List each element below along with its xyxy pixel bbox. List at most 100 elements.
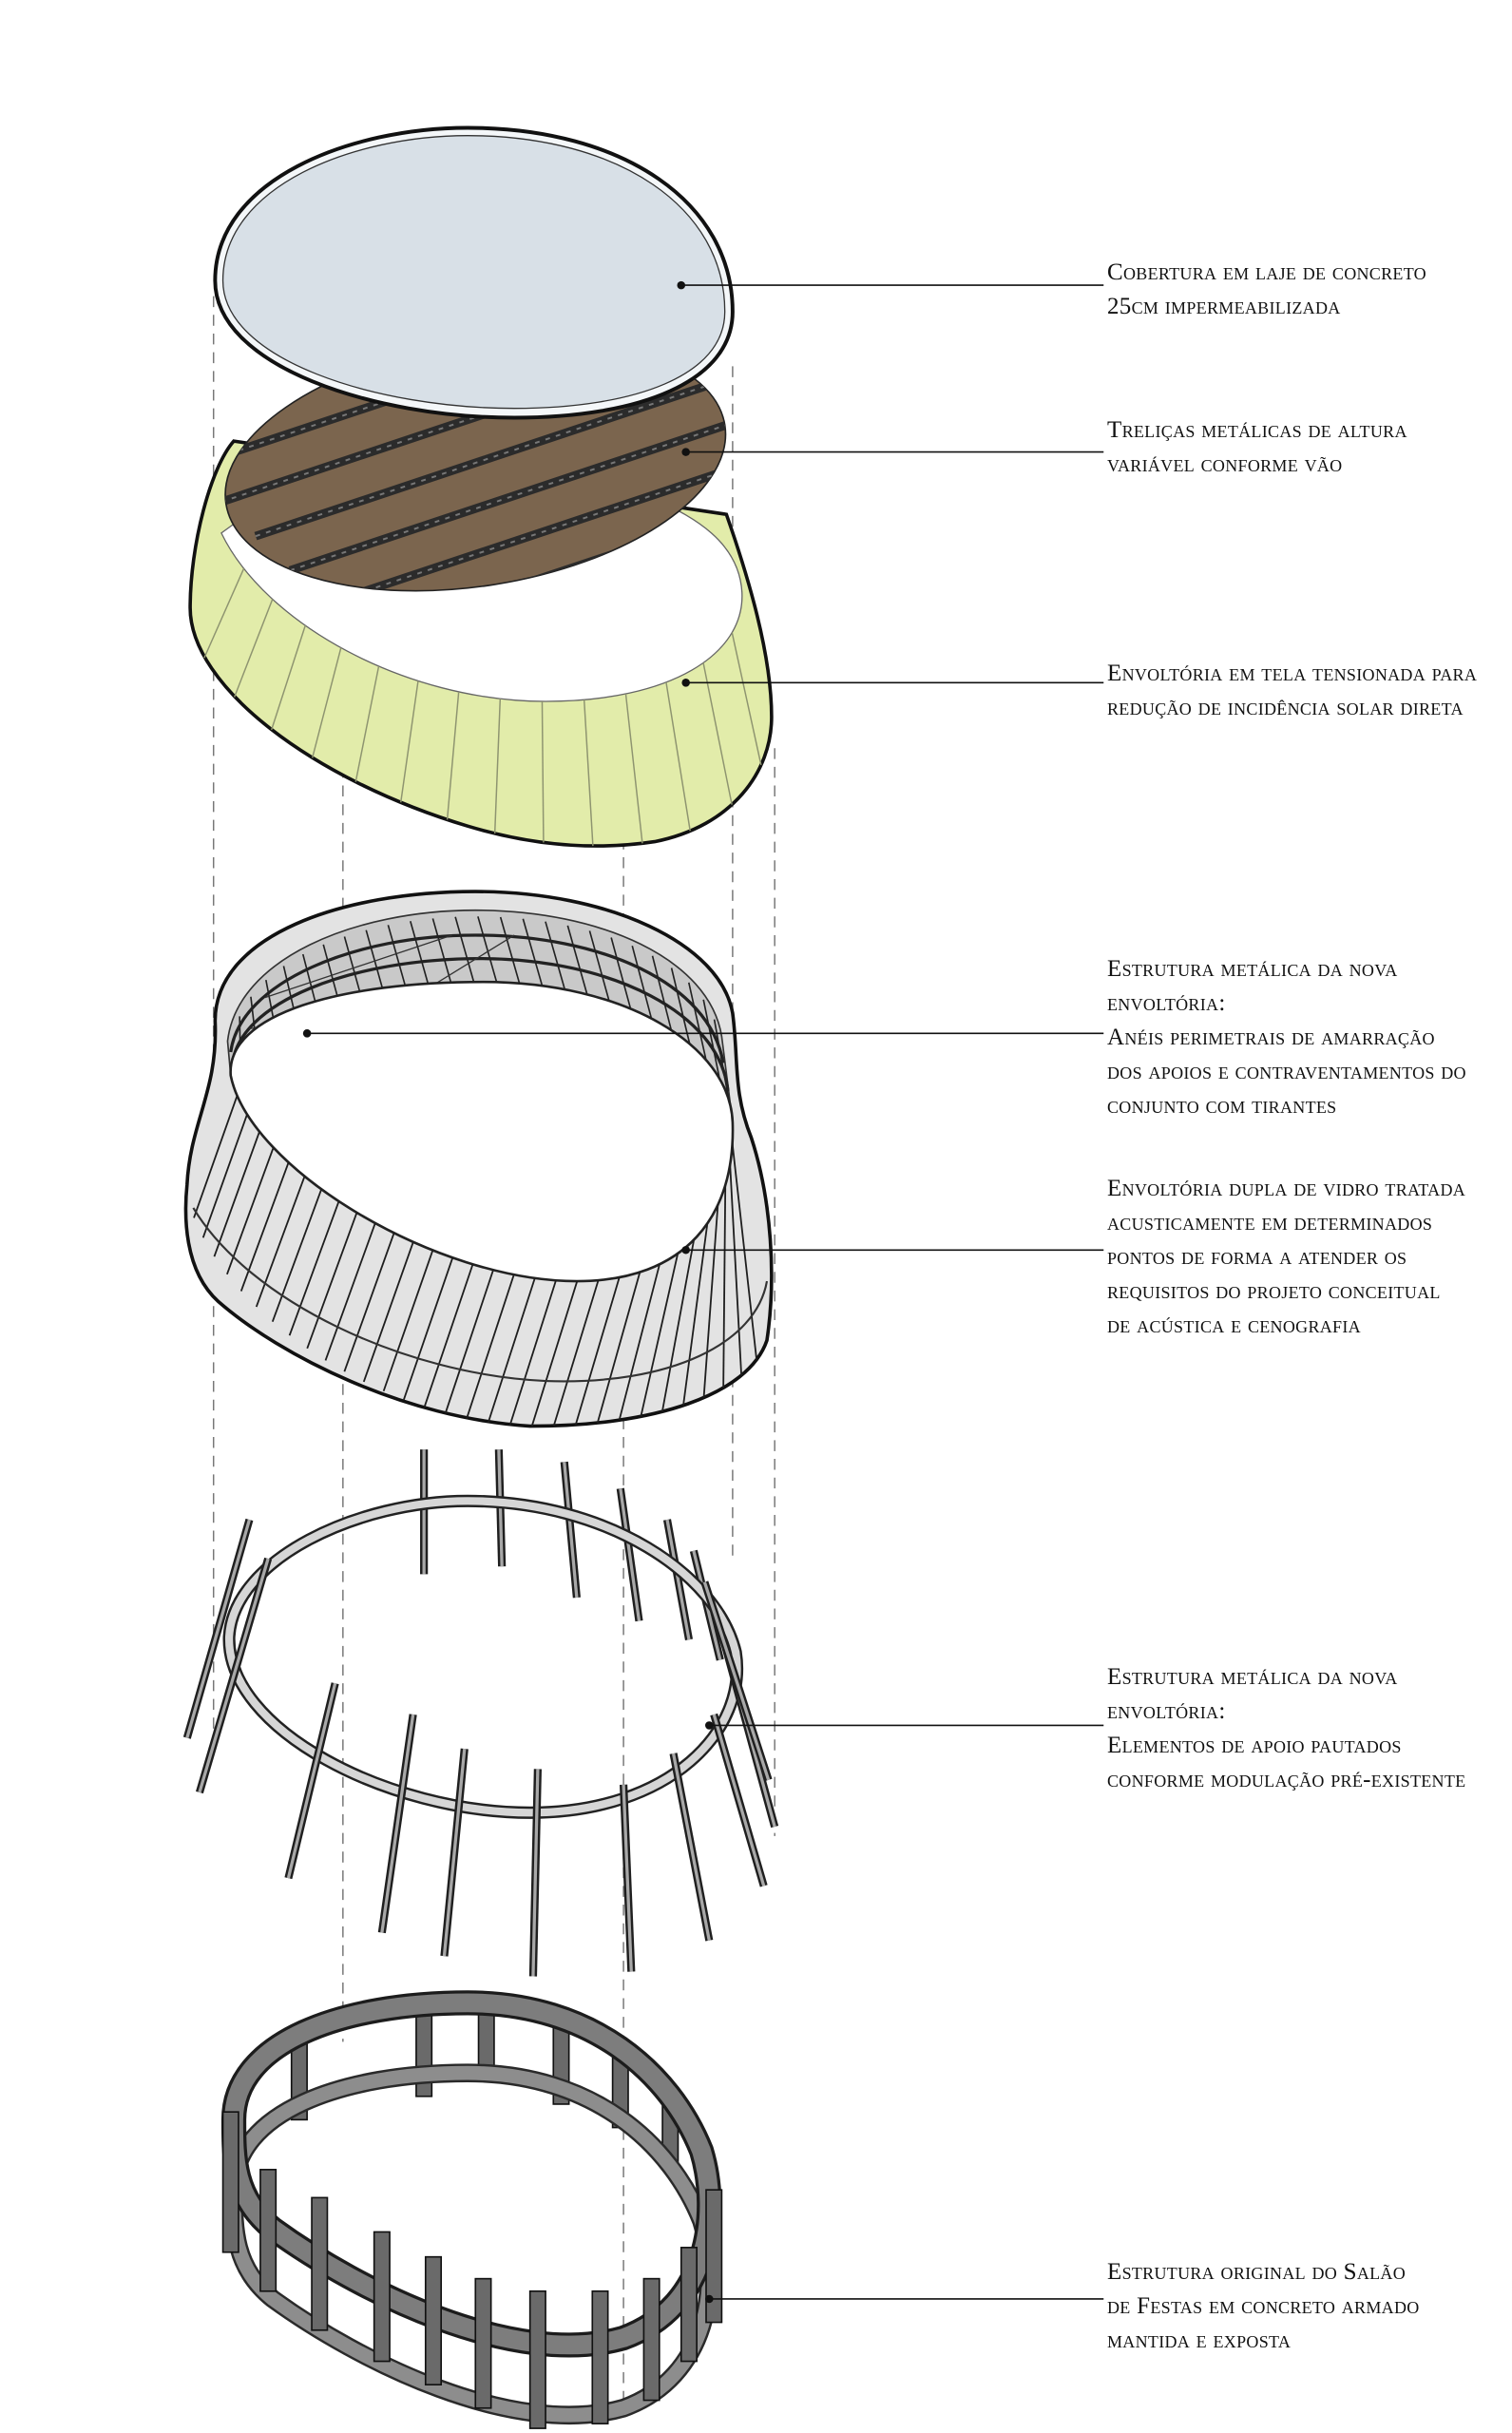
glass-front-mullion xyxy=(343,1232,395,1372)
label-line: dos apoios e contraventamentos do xyxy=(1107,1059,1466,1084)
glass-back-mullion xyxy=(282,966,297,1015)
concrete-pillar xyxy=(642,2277,660,2402)
glass-front-mullion xyxy=(362,1241,414,1383)
concrete-pillar xyxy=(373,2231,391,2363)
glass-envelope xyxy=(183,890,774,1428)
bracing-tie-rod xyxy=(264,934,452,999)
label-line: 25cm impermeabilizada xyxy=(1107,294,1341,319)
glass-front-mullion xyxy=(213,1131,260,1257)
glass-front-mullion xyxy=(487,1277,536,1423)
steel-column-face xyxy=(198,1558,270,1793)
label-line: envoltória: xyxy=(1107,1698,1226,1724)
label-line: Anéis perimetrais de amarração xyxy=(1107,1025,1435,1050)
label-line: conforme modulação pré-existente xyxy=(1107,1767,1466,1792)
steel-perimeter-ring xyxy=(222,1494,744,1819)
steel-column-face xyxy=(531,1769,540,1977)
glass-front-mullion xyxy=(596,1272,641,1424)
glass-front-mullion xyxy=(731,1142,757,1360)
leader-dot xyxy=(705,2294,714,2304)
leader-dot xyxy=(677,280,686,290)
steel-back-columns xyxy=(420,1449,724,1661)
glass-back-mullion xyxy=(610,937,632,1010)
concrete-pillar xyxy=(221,2111,239,2253)
screen-panel-seam xyxy=(665,681,691,832)
label-glass-envelope: Envoltória dupla de vidro tratada acusti… xyxy=(1107,1172,1465,1343)
label-line: Estrutura metálica da nova xyxy=(1107,1664,1398,1690)
label-perimeter-rings: Estrutura metálica da nova envoltória: A… xyxy=(1107,952,1466,1123)
steel-column-face xyxy=(286,1682,337,1879)
label-tensile-screen: Envoltória em tela tensionada para reduç… xyxy=(1107,657,1477,725)
label-line: requisitos do projeto conceitual xyxy=(1107,1278,1441,1304)
label-line: acusticamente em determinados xyxy=(1107,1210,1433,1236)
label-line: Treliças metálicas de altura xyxy=(1107,417,1407,443)
steel-column-face xyxy=(563,1462,579,1599)
concrete-front-pillars xyxy=(221,2111,723,2429)
screen-panel-seam xyxy=(702,662,733,805)
glass-back-mullion xyxy=(343,936,362,996)
roof-slab-surface xyxy=(221,135,726,410)
glass-back-mullion xyxy=(301,953,317,1007)
glass-front-mullion xyxy=(201,1114,248,1238)
glass-front-mullion xyxy=(193,1095,239,1218)
label-line: Envoltória em tela tensionada para xyxy=(1107,661,1478,686)
glass-back-mullion xyxy=(631,945,653,1020)
glass-front-mullion xyxy=(682,1223,709,1406)
label-line: Elementos de apoio pautados xyxy=(1107,1733,1402,1758)
glass-front-mullion xyxy=(306,1212,358,1350)
original-concrete-structure xyxy=(220,1990,723,2429)
glass-back-mullion xyxy=(545,921,566,991)
glass-back-mullion xyxy=(522,918,544,988)
steel-column-face xyxy=(380,1714,415,1933)
glass-perimeter-ring xyxy=(192,1207,769,1383)
screen-panel-seam xyxy=(583,699,594,847)
perimeter-ring xyxy=(229,933,725,1063)
screen-panel-seam xyxy=(203,567,245,659)
screen-panel-seam xyxy=(399,680,419,803)
glass-back-mullion xyxy=(670,967,691,1045)
concrete-pillar xyxy=(528,2289,546,2429)
glass-front-mullion xyxy=(324,1222,376,1361)
label-line: de Festas em concreto armado xyxy=(1107,2293,1420,2319)
concrete-pillar xyxy=(591,2289,609,2424)
glass-front-mullion xyxy=(382,1250,434,1392)
label-line: envoltória: xyxy=(1107,990,1226,1016)
concrete-pillar xyxy=(311,2196,329,2331)
truss-web xyxy=(289,382,744,572)
glass-front-mullion xyxy=(466,1274,515,1419)
glass-front-mullion xyxy=(618,1264,660,1421)
steel-column-face xyxy=(665,1519,691,1640)
glass-front-mullion xyxy=(508,1279,557,1426)
screen-panel-seam xyxy=(311,647,342,758)
truss-web xyxy=(323,416,744,606)
concrete-pillar xyxy=(259,2169,278,2292)
steel-column-face xyxy=(619,1487,641,1621)
glass-back-mullion xyxy=(477,916,498,985)
screen-panel-seam xyxy=(446,691,460,820)
glass-back-mullion xyxy=(322,944,339,1001)
glass-front-mullion xyxy=(403,1257,454,1400)
concrete-pillar xyxy=(705,2189,723,2324)
label-line: pontos de forma a atender os xyxy=(1107,1244,1407,1270)
glass-back-mullion xyxy=(431,918,452,985)
glass-front-mullion xyxy=(255,1176,306,1308)
leader-dot xyxy=(705,1721,714,1730)
screen-panel-seam xyxy=(731,632,762,766)
label-line: Estrutura metálica da nova xyxy=(1107,956,1398,982)
label-line: variável conforme vão xyxy=(1107,451,1343,477)
leader-dot xyxy=(681,1245,690,1255)
steel-front-columns xyxy=(182,1518,779,1977)
glass-front-mullion xyxy=(226,1147,275,1275)
glass-front-mullion xyxy=(444,1269,494,1414)
glass-back-mullion xyxy=(588,930,611,1003)
perimeter-ring xyxy=(230,956,730,1092)
steel-column-face xyxy=(185,1519,252,1739)
label-line: redução de incidência solar direta xyxy=(1107,695,1464,720)
glass-back-mullion xyxy=(702,999,720,1080)
steel-column-face xyxy=(671,1753,711,1942)
glass-back-mullion xyxy=(410,921,430,987)
glass-back-mullion xyxy=(687,982,707,1061)
leader-dot xyxy=(681,679,690,687)
glass-front-mullion xyxy=(702,1204,719,1398)
steel-column-face xyxy=(442,1748,467,1957)
